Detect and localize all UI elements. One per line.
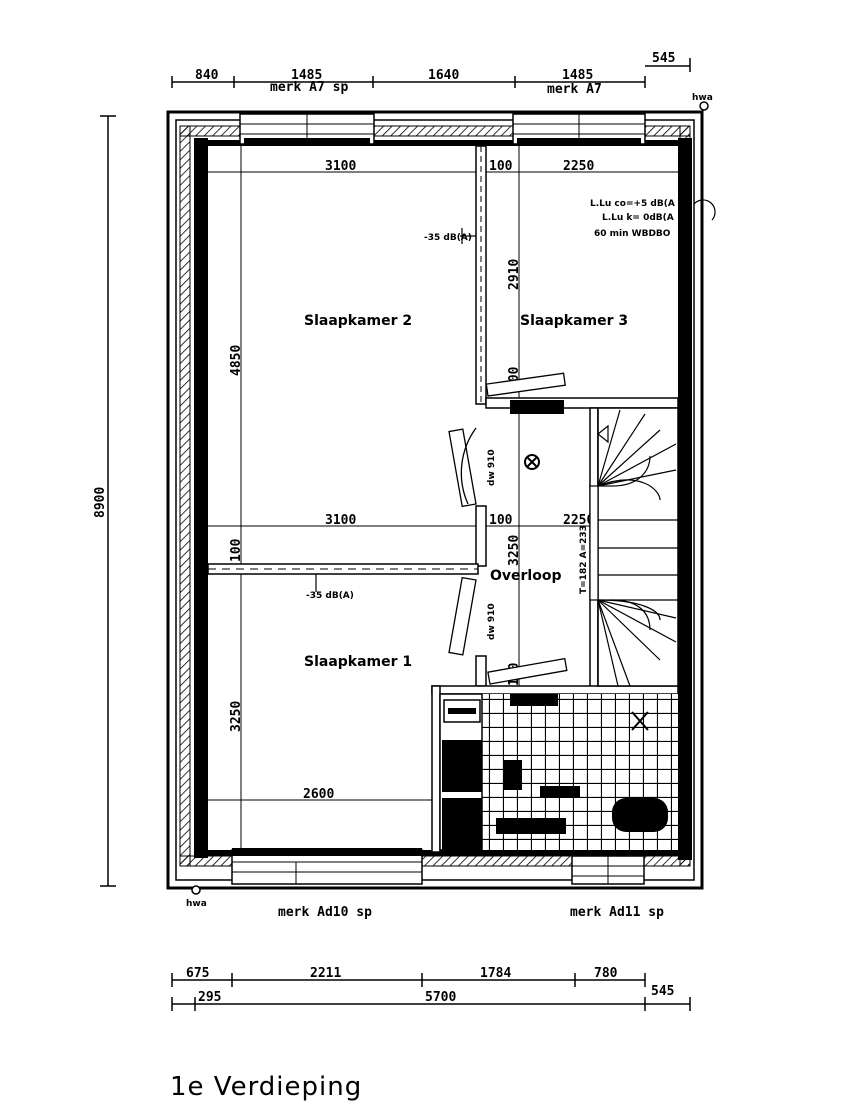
door-width-label-top: dw 910 [487,449,497,486]
dimension-top [171,58,691,88]
window-label-top-right: merk A7 [547,82,602,97]
hwa-bottom-label: hwa [186,899,207,909]
hwa-bottom-icon [191,885,201,895]
stair-note: T=182 A=233 [579,525,589,594]
door-bathroom [487,657,568,685]
dim-bottom-4: 780 [594,966,618,981]
bathroom [439,693,678,851]
page-title: 1e Verdieping [170,1072,363,1102]
dim-sk1-width: 2600 [303,787,334,802]
ceiling-light-icon [524,454,540,470]
dim-bottom-1: 675 [186,966,209,981]
door-width-label-bottom: dw 910 [487,603,497,640]
window-bottom-left [231,848,423,885]
room-label-overloop: Overloop [490,568,561,584]
dim-bottom-3: 1784 [480,966,511,981]
dim-bottom-6: 5700 [425,990,456,1005]
window-label-bottom-left: merk Ad10 sp [278,905,372,920]
hwa-top-icon [699,101,709,111]
window-label-top-left: merk A7 sp [270,80,348,95]
dim-top-3: 1640 [428,68,459,83]
room-label-slaapkamer-3: Slaapkamer 3 [520,313,628,329]
door-sk2 [448,427,477,508]
dim-sk1-depth: 3250 [229,701,244,732]
db-label-sk1: -35 dB(A) [306,591,354,601]
dim-sk3-depth: 2910 [507,259,522,290]
staircase [589,407,679,687]
acoustic-note-1: L.Lu co=+5 dB(A [590,199,675,209]
room-label-slaapkamer-1: Slaapkamer 1 [304,654,412,670]
dim-top-1: 840 [195,68,219,83]
db-label-sk2: -35 dB(A) [424,233,472,243]
window-bottom-right [571,855,645,885]
room-label-slaapkamer-2: Slaapkamer 2 [304,313,412,329]
interior-dimension-lines [208,146,678,850]
dim-sk2-width: 3100 [325,159,356,174]
window-label-bottom-right: merk Ad11 sp [570,905,664,920]
door-sk3 [485,372,566,397]
dim-left-total: 8900 [93,487,108,518]
dim-bottom-5: 295 [198,990,221,1005]
dim-top-4: 1485 [562,68,593,83]
dim-sk3-width: 2250 [563,159,594,174]
acoustic-note-2: L.Lu k= 0dB(A [602,213,674,223]
dimension-left [100,115,116,887]
window-top-left [239,113,375,145]
dim-bottom-7: 545 [651,984,674,999]
dim-sk2-width-2: 3100 [325,513,356,528]
dim-wall-1: 100 [489,159,513,174]
dimension-bottom [171,973,691,1011]
dim-top-2: 1485 [291,68,322,83]
dim-sk2-depth: 4850 [229,345,244,376]
outer-walls [166,110,704,890]
dim-overloop-width: 2250 [563,513,594,528]
dim-bottom-2: 2211 [310,966,341,981]
dim-wall-3: 100 [489,513,513,528]
dim-top-5: 545 [652,51,675,66]
dim-overloop-depth: 3250 [507,535,522,566]
window-top-right [512,113,646,145]
door-sk1 [448,576,477,656]
dim-wall-4: 100 [229,538,244,562]
hwa-top-label: hwa [692,93,713,103]
acoustic-note-3: 60 min WBDBO [594,229,671,239]
acoustic-arc [693,199,716,221]
